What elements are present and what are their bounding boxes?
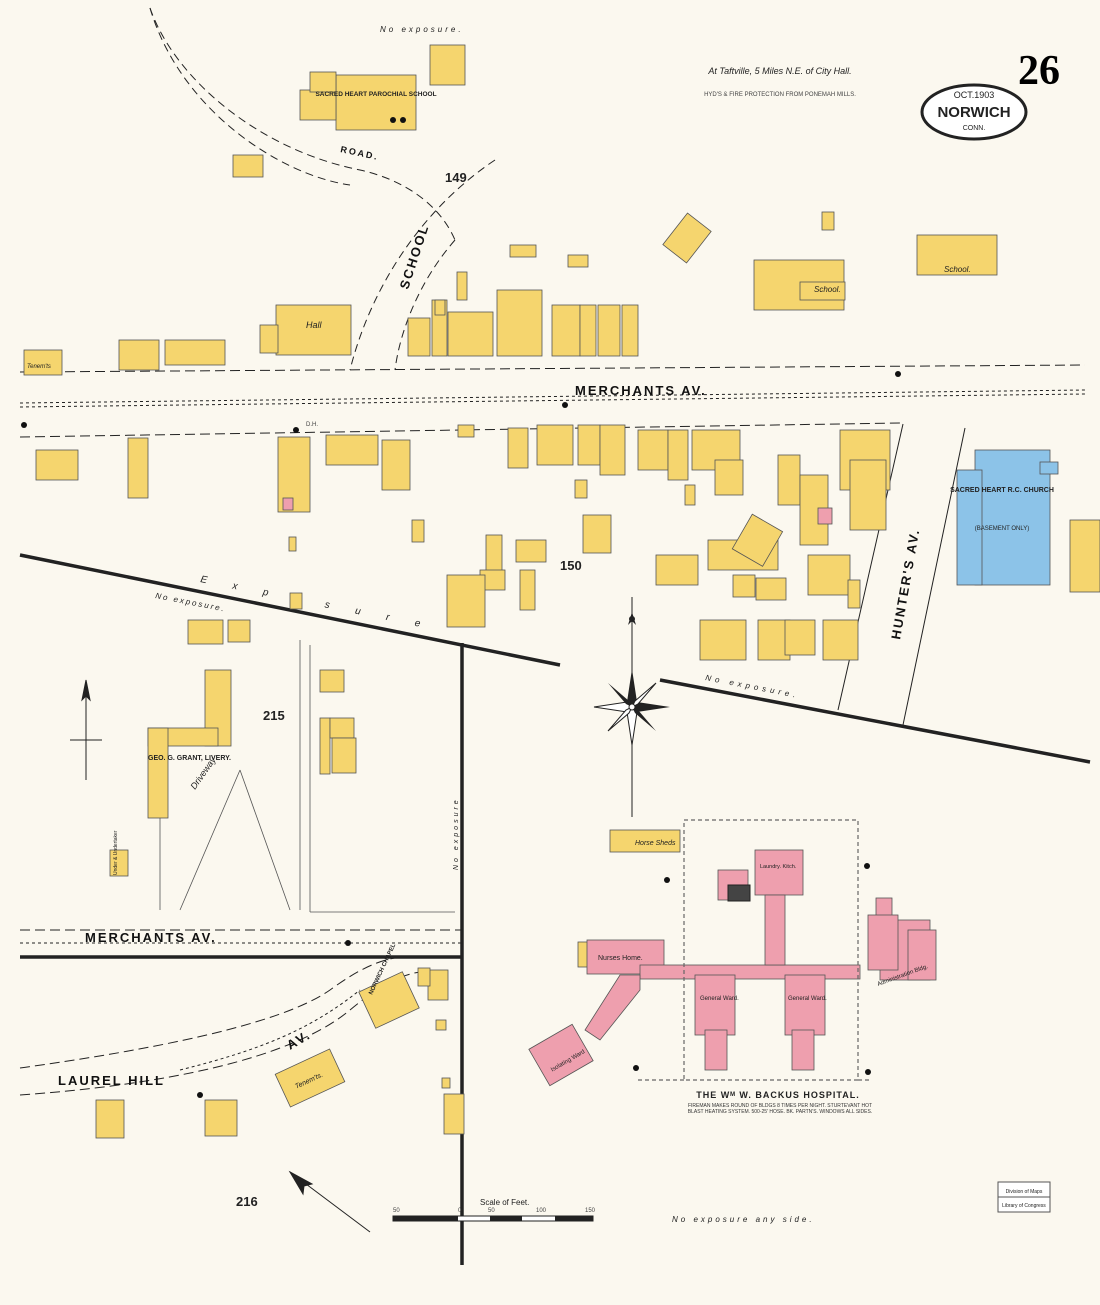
cartouche-state: CONN. xyxy=(963,125,986,132)
north-arrow-bottom xyxy=(288,1170,371,1233)
stamp-line-1: Division of Maps xyxy=(1006,1189,1043,1195)
block-boundary-diagonal xyxy=(19,553,1091,764)
exposure-bottom: No exposure any side. xyxy=(672,1215,815,1224)
school-road xyxy=(149,7,496,371)
scale-tick: 100 xyxy=(536,1208,547,1214)
hall-label: Hall xyxy=(306,320,323,330)
scale-tick: 50 xyxy=(488,1208,495,1214)
church-note: (BASEMENT ONLY) xyxy=(975,526,1029,532)
school-right-label: School. xyxy=(944,265,971,274)
hospital-wing-laundry: Laundry. Kitch. xyxy=(760,864,797,870)
laurel-hill-av-label-a: LAUREL HILL xyxy=(58,1073,165,1088)
stone-building-church xyxy=(956,449,1059,586)
hospital-wing-nurses: Nurses Home. xyxy=(598,955,643,962)
scale-tick: 150 xyxy=(585,1208,596,1214)
block-number-215: 215 xyxy=(263,708,285,723)
tenements-left-label: Tenem'ts xyxy=(27,364,51,370)
hospital-enclosure xyxy=(636,819,870,1081)
scale-tick: 0 xyxy=(458,1208,462,1214)
undertaker-label: Under & Undertaker xyxy=(113,830,119,875)
location-note: At Taftville, 5 Miles N.E. of City Hall. xyxy=(707,66,851,76)
hunters-av xyxy=(837,423,966,726)
compass-rose xyxy=(593,597,670,817)
block-number-149: 149 xyxy=(445,170,467,185)
school-mid-label: School. xyxy=(814,285,841,294)
merchants-av-lower-label: MERCHANTS AV. xyxy=(85,930,217,945)
hydrant-label: D.H. xyxy=(306,422,318,428)
sheet-number: 26 xyxy=(1018,48,1060,94)
scale-title: Scale of Feet. xyxy=(480,1198,529,1207)
hydrants xyxy=(21,117,901,1098)
school-label: SACRED HEART PAROCHIAL SCHOOL xyxy=(315,91,436,98)
block-number-150: 150 xyxy=(560,558,582,573)
north-arrow-left xyxy=(70,679,102,780)
cartouche-date: OCT.1903 xyxy=(954,90,995,100)
hospital-boiler-room xyxy=(727,884,751,902)
hospital-wing-ward-1: General Ward. xyxy=(700,996,739,1002)
library-stamp: Division of Maps Library of Congress xyxy=(997,1181,1051,1213)
exposure-top: No exposure. xyxy=(380,25,464,34)
city-cartouche: OCT.1903 NORWICH CONN. xyxy=(920,83,1028,141)
scale-tick: 50 xyxy=(393,1208,400,1214)
block-number-216: 216 xyxy=(236,1194,258,1209)
livery-label: GEO. G. GRANT, LIVERY. xyxy=(148,755,231,762)
stamp-line-2: Library of Congress xyxy=(1002,1203,1046,1209)
horse-sheds-label: Horse Sheds xyxy=(635,840,676,847)
cartouche-city: NORWICH xyxy=(937,104,1010,121)
frame-buildings-rotated xyxy=(274,212,784,1108)
hospital-name: THE Wᴹ W. BACKUS HOSPITAL. xyxy=(696,1090,859,1100)
hospital-wing-ward-2: General Ward. xyxy=(788,996,827,1002)
frame-buildings xyxy=(23,44,1100,1139)
scale-bar: Scale of Feet. 50 0 50 100 150 xyxy=(392,1198,596,1222)
hospital-note: FIREMAN MAKES ROUND OF BLDGS 8 TIMES PER… xyxy=(687,1103,873,1115)
exposure-vertical: No exposure xyxy=(453,797,460,870)
church-label: SACRED HEART R.C. CHURCH xyxy=(950,487,1054,494)
merchants-av-lower xyxy=(20,929,462,959)
water-note: HYD'S & FIRE PROTECTION FROM PONEMAH MIL… xyxy=(704,92,856,98)
driveway xyxy=(159,640,455,913)
merchants-av-upper-label: MERCHANTS AV. xyxy=(575,383,707,398)
